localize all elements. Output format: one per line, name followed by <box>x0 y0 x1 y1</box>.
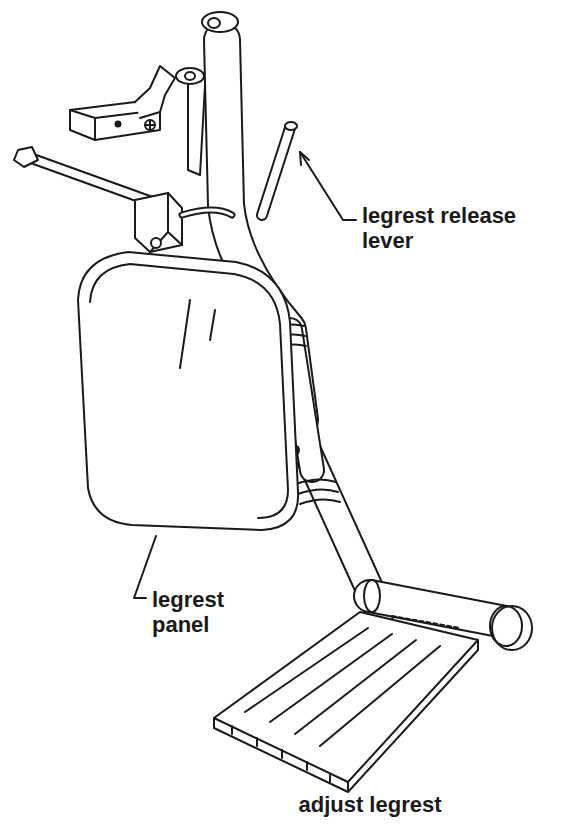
line-art <box>116 122 121 127</box>
line-art <box>285 122 297 130</box>
line-art <box>490 606 522 646</box>
line-art <box>392 616 460 628</box>
line-art <box>208 18 220 28</box>
line-art <box>370 596 505 622</box>
line-art <box>182 210 232 215</box>
part-label: legrest release lever <box>362 203 524 253</box>
line-art <box>135 66 175 118</box>
line-art <box>150 193 182 252</box>
line-art <box>364 580 380 612</box>
part-label: legrest panel <box>152 587 252 637</box>
line-art <box>232 726 330 782</box>
line-art <box>300 152 309 165</box>
line-art <box>300 152 356 220</box>
line-art <box>214 612 478 782</box>
legrest-drawing <box>14 12 532 792</box>
line-art <box>180 300 215 368</box>
figure-caption: adjust legrest <box>230 792 510 817</box>
line-art <box>370 596 505 622</box>
line-art <box>14 147 38 167</box>
line-art <box>145 120 155 130</box>
line-art <box>262 128 290 215</box>
leader-lines <box>134 152 356 598</box>
line-art <box>176 68 204 84</box>
line-art <box>135 193 182 252</box>
line-art <box>182 210 232 215</box>
line-art <box>145 120 155 130</box>
line-art <box>151 238 161 248</box>
line-art <box>296 479 340 504</box>
upper-bracket <box>70 66 175 140</box>
line-art <box>188 80 205 175</box>
line-art <box>185 72 195 80</box>
line-art <box>78 252 298 530</box>
line-art <box>262 128 290 215</box>
line-art <box>214 640 478 792</box>
footplate <box>214 580 532 792</box>
panel-clamp <box>135 193 232 252</box>
release-lever <box>262 122 297 215</box>
legrest-panel-shape <box>78 252 298 530</box>
line-art <box>245 628 440 746</box>
line-art <box>202 12 238 32</box>
line-art <box>90 264 288 518</box>
